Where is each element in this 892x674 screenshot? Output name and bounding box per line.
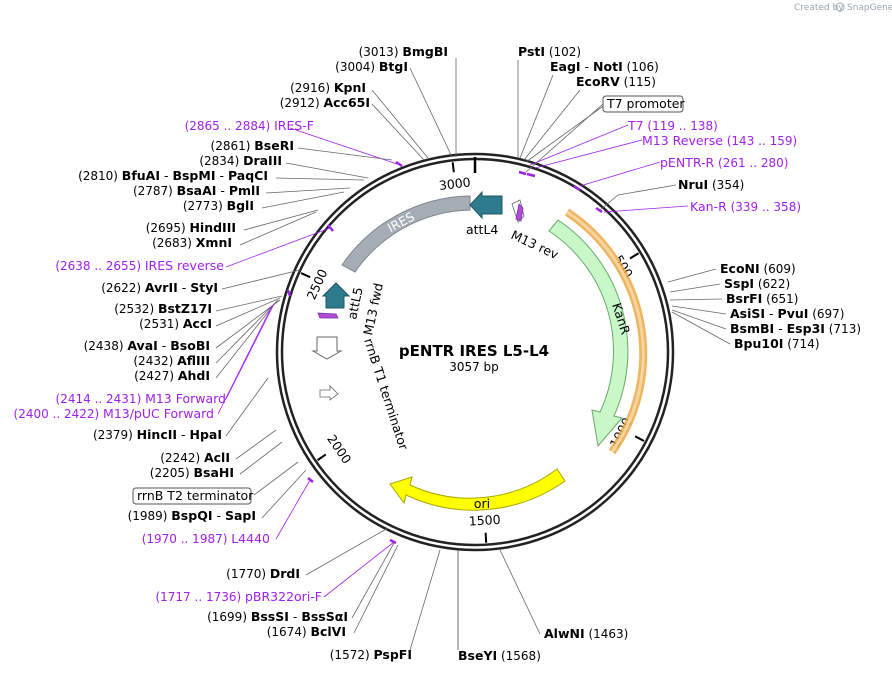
backbone-outer-ring (275, 152, 675, 552)
enzyme-label[interactable]: (1674) BclVI (267, 624, 346, 639)
feature-ori-arrow[interactable] (389, 468, 566, 511)
primer-label[interactable]: (1970 .. 1987) L4440 (142, 531, 270, 546)
primer-label[interactable]: (1717 .. 1736) pBR322ori-F (155, 589, 322, 604)
primer-marks (286, 160, 603, 545)
rrnb-t2-label: rrnB T2 terminator (137, 488, 254, 503)
primer-label[interactable]: (2400 .. 2422) M13/pUC Forward (14, 406, 214, 421)
enzyme-label[interactable]: (3004) BtgI (335, 59, 408, 74)
enzyme-label[interactable]: (2622) AvrII - StyI (101, 280, 218, 295)
kanr-highlight-core (566, 210, 645, 453)
enzyme-label[interactable]: (1989) BspQI - SapI (128, 508, 256, 523)
enzyme-label[interactable]: (2810) BfuAI - BspMI - PaqCI (78, 168, 268, 183)
snapgene-logo-icon (835, 2, 845, 12)
primer-label[interactable]: M13 Reverse (143 .. 159) (642, 133, 797, 148)
tick-mark (629, 252, 640, 260)
feature-kanr-arrow[interactable] (548, 219, 629, 448)
enzyme-label[interactable]: (1572) PspFI (330, 647, 412, 662)
tick-mark (484, 532, 488, 543)
plasmid-length: 3057 bp (449, 360, 499, 374)
enzyme-label[interactable]: (2834) DraIII (199, 153, 282, 168)
backbone (275, 152, 675, 552)
feature-ori-label: ori (474, 496, 490, 511)
tick-label: 1500 (468, 512, 501, 529)
enzyme-label[interactable]: AlwNI (1463) (544, 626, 628, 641)
tick-mark (634, 435, 645, 442)
enzyme-label[interactable]: (2787) BsaAI - PmlI (133, 183, 260, 198)
enzyme-label[interactable]: (3013) BmgBI (359, 44, 448, 59)
feature-attl5-label: attL5 (344, 286, 365, 321)
tick-mark (451, 162, 455, 173)
enzyme-label[interactable]: (2916) KpnI (290, 80, 366, 95)
enzyme-label[interactable]: SspI (622) (724, 276, 790, 291)
feature-attl4-label: attL4 (466, 222, 498, 237)
tick-mark (316, 453, 327, 461)
enzyme-label[interactable]: (1699) BssSI - BssSαI (207, 609, 348, 624)
primer-label[interactable]: (2638 .. 2655) IRES reverse (55, 258, 224, 273)
enzyme-label[interactable]: EcoNI (609) (720, 261, 796, 276)
tick-mark (300, 272, 311, 279)
enzyme-label[interactable]: PstI (102) (518, 44, 581, 59)
watermark-brand: SnapGene (847, 3, 892, 13)
enzyme-label[interactable]: BsrFI (651) (726, 291, 798, 306)
enzyme-label[interactable]: (2683) XmnI (152, 235, 232, 250)
enzyme-label[interactable]: (1770) DrdI (226, 566, 300, 581)
watermark-prefix: Created by (794, 3, 844, 13)
enzyme-label[interactable]: (2532) BstZ17I (114, 301, 212, 316)
feature-rrnb-t2-arrow[interactable] (319, 385, 339, 401)
primer-label[interactable]: pENTR-R (261 .. 280) (660, 155, 788, 170)
primer-label[interactable]: Kan-R (339 .. 358) (690, 199, 801, 214)
enzyme-label[interactable]: (2379) HincII - HpaI (93, 427, 222, 442)
enzyme-label[interactable]: (2242) AclI (160, 450, 230, 465)
enzyme-label[interactable]: (2773) BglI (183, 198, 254, 213)
right-enzyme-labels: PstI (102)EagI - NotI (106)EcoRV (115) Nr… (458, 44, 861, 663)
primer-labels: (2865 .. 2884) IRES-F (2638 .. 2655) IRES… (14, 118, 802, 604)
snapgene-watermark: Created by SnapGene (794, 2, 892, 13)
feature-attl4-arrow[interactable] (469, 190, 503, 220)
enzyme-label[interactable]: (2438) AvaI - BsoBI (84, 338, 210, 353)
feature-ires-arrow[interactable] (341, 195, 471, 273)
primer-label[interactable]: (2865 .. 2884) IRES-F (185, 118, 314, 133)
tick-label: 3000 (438, 174, 471, 193)
feature-rrnb-t1-arrow[interactable] (311, 336, 343, 360)
rrnb-t2-label-box[interactable]: rrnB T2 terminator (132, 487, 254, 505)
enzyme-label[interactable]: (2205) BsaHI (150, 465, 234, 480)
enzyme-label[interactable]: (2861) BseRI (211, 138, 294, 153)
t7-promoter-label: T7 promoter (606, 96, 685, 111)
enzyme-label[interactable]: (2912) Acc65I (280, 95, 370, 110)
t7-promoter-label-box[interactable]: T7 promoter (525, 95, 685, 173)
enzyme-label[interactable]: (2427) AhdI (134, 368, 210, 383)
enzyme-label[interactable]: NruI (354) (678, 177, 744, 192)
enzyme-label[interactable]: EcoRV (115) (576, 74, 656, 89)
primer-label[interactable]: T7 (119 .. 138) (627, 118, 718, 133)
feature-attl5-arrow[interactable] (321, 282, 351, 309)
feature-m13rev-arrow[interactable] (515, 203, 524, 222)
tick-label: 2000 (324, 432, 354, 467)
leader-lines (215, 58, 731, 651)
enzyme-label[interactable]: BseYI (1568) (458, 648, 541, 663)
enzyme-label[interactable]: EagI - NotI (106) (550, 59, 659, 74)
plasmid-name: pENTR IRES L5-L4 (399, 342, 549, 360)
enzyme-label[interactable]: (2531) AccI (139, 316, 212, 331)
enzyme-label[interactable]: AsiSI - PvuI (697) (730, 306, 844, 321)
enzyme-label[interactable]: (2695) HindIII (146, 220, 236, 235)
left-enzyme-labels: (3013) BmgBI(3004) BtgI (2916) KpnI(2912)… (78, 44, 448, 662)
feature-m13fwd-arrow[interactable] (317, 312, 339, 319)
feature-layer: KanR ori IRES attL4 M13 rev attL5 M13 fw… (311, 190, 648, 511)
enzyme-label[interactable]: (2432) AflIII (133, 353, 210, 368)
primer-label[interactable]: (2414 .. 2431) M13 Forward (56, 391, 226, 406)
enzyme-label[interactable]: BsmBI - Esp3I (713) (730, 321, 861, 336)
enzyme-label[interactable]: Bpu10I (714) (734, 336, 820, 351)
